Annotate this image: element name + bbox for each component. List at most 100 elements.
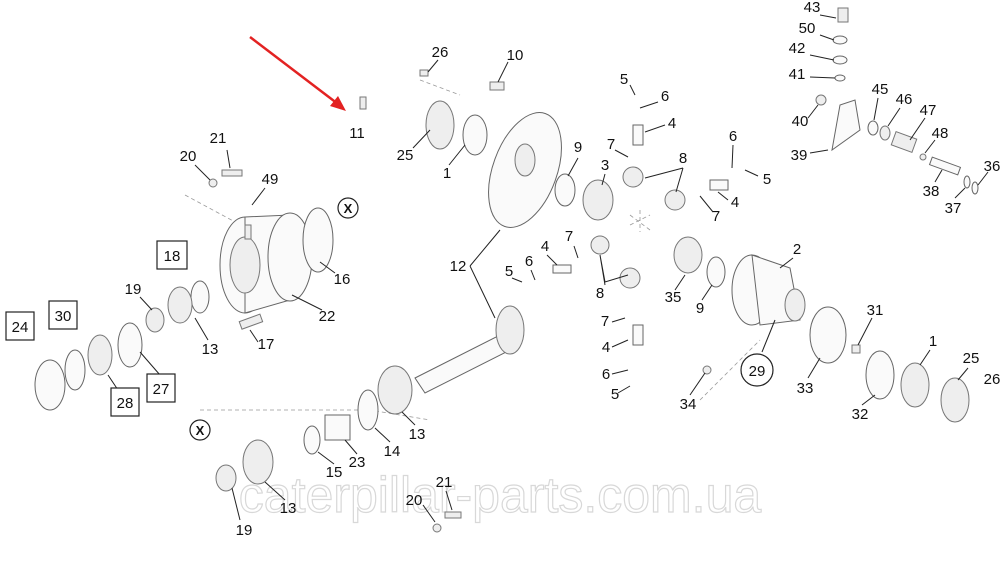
callout-4: 4 (602, 339, 610, 356)
callout-39: 39 (791, 147, 808, 164)
callout-37: 37 (945, 200, 962, 217)
callout-11: 11 (349, 125, 365, 142)
callout-7: 7 (712, 208, 720, 225)
callout-36: 36 (984, 158, 1000, 175)
pin-4c (552, 264, 572, 274)
callout-6: 6 (602, 366, 610, 383)
red-arrow (249, 36, 346, 111)
callout-16: 16 (334, 271, 351, 288)
callout-box-30 (48, 300, 78, 330)
callout-labels: 26 10 11 25 1 9 3 5 6 4 7 8 6 5 4 7 21 2… (12, 0, 1000, 539)
callout-8: 8 (679, 150, 687, 167)
leader-lines (107, 14, 989, 523)
callout-22: 22 (319, 308, 336, 325)
pinion-8c (590, 235, 610, 255)
callout-box-28 (110, 387, 140, 417)
pinion-8d (619, 267, 641, 289)
callout-6: 6 (729, 128, 737, 145)
gear-35 (673, 236, 703, 274)
callout-43: 43 (804, 0, 821, 16)
pin-4b (709, 179, 729, 191)
callout-26: 26 (984, 371, 1000, 388)
bearing-1b (900, 362, 930, 408)
callout-34: 34 (680, 396, 697, 413)
callout-14: 14 (384, 443, 401, 460)
callout-2: 2 (793, 241, 801, 258)
callout-38: 38 (923, 183, 940, 200)
ball-48 (919, 153, 927, 161)
callout-13: 13 (280, 500, 297, 517)
callout-5: 5 (611, 386, 619, 403)
ring-30 (64, 349, 86, 391)
callout-29: 29 (749, 363, 766, 380)
callout-9: 9 (696, 300, 704, 317)
callout-42: 42 (789, 40, 806, 57)
callout-4: 4 (668, 115, 676, 132)
o-ring-37 (963, 175, 971, 189)
ring-gear-hub (514, 143, 536, 177)
callout-3: 3 (601, 157, 609, 174)
bolt-17 (238, 313, 264, 330)
pin-4d (632, 324, 644, 346)
callout-19: 19 (125, 281, 142, 298)
callout-31: 31 (867, 302, 884, 319)
parts (34, 7, 979, 533)
callout-50: 50 (799, 20, 816, 37)
ring-18 (190, 280, 210, 314)
ball-34 (702, 365, 712, 375)
callout-15: 15 (326, 464, 343, 481)
pin-4a (632, 124, 644, 146)
bearing-13b (377, 365, 413, 415)
o-ring-36 (971, 181, 979, 195)
callout-9: 9 (574, 139, 582, 156)
callout-5: 5 (763, 171, 771, 188)
callout-6: 6 (661, 88, 669, 105)
callout-5: 5 (505, 263, 513, 280)
callout-7: 7 (565, 228, 573, 245)
washer-46 (879, 125, 891, 141)
callout-21: 21 (436, 474, 453, 491)
callout-40: 40 (792, 113, 809, 130)
nut-19a (145, 307, 165, 333)
callout-6: 6 (525, 253, 533, 270)
callout-4: 4 (541, 238, 549, 255)
watermark: caterpillar-parts.com.ua (239, 467, 762, 523)
callout-7: 7 (607, 136, 615, 153)
bearing-28 (87, 334, 113, 376)
callout-47: 47 (920, 102, 937, 119)
bolt-40 (815, 94, 827, 106)
washer-9b (706, 256, 726, 288)
bearing-13a (167, 286, 193, 324)
washer-9a (554, 173, 576, 207)
housing-22 (219, 212, 313, 314)
fitting-49 (244, 224, 252, 240)
callout-box-27 (146, 373, 176, 403)
callout-box-24 (5, 311, 35, 341)
callout-20: 20 (406, 492, 423, 509)
callout-20: 20 (180, 148, 197, 165)
callout-49: 49 (262, 171, 279, 188)
o-ring-24 (34, 359, 66, 411)
shim-32 (865, 350, 895, 400)
callout-21: 21 (210, 130, 227, 147)
callout-26: 26 (432, 44, 449, 61)
o-ring-16 (302, 207, 334, 273)
callout-33: 33 (797, 380, 814, 397)
callout-28: 28 (117, 395, 134, 412)
bolt-11 (359, 96, 367, 110)
shaft-38 (928, 156, 962, 176)
callout-5: 5 (620, 71, 628, 88)
callout-35: 35 (665, 289, 682, 306)
bolt-10 (489, 81, 505, 91)
callout-circle-x2 (189, 419, 211, 441)
callout-46: 46 (896, 91, 913, 108)
diff-case-2 (731, 254, 806, 326)
o-ring-41 (834, 74, 846, 82)
callout-18: 18 (164, 248, 181, 265)
bolt-21b (444, 511, 462, 519)
fitting-43 (837, 7, 849, 23)
callout-27: 27 (153, 381, 170, 398)
bolt-26a (419, 69, 429, 77)
